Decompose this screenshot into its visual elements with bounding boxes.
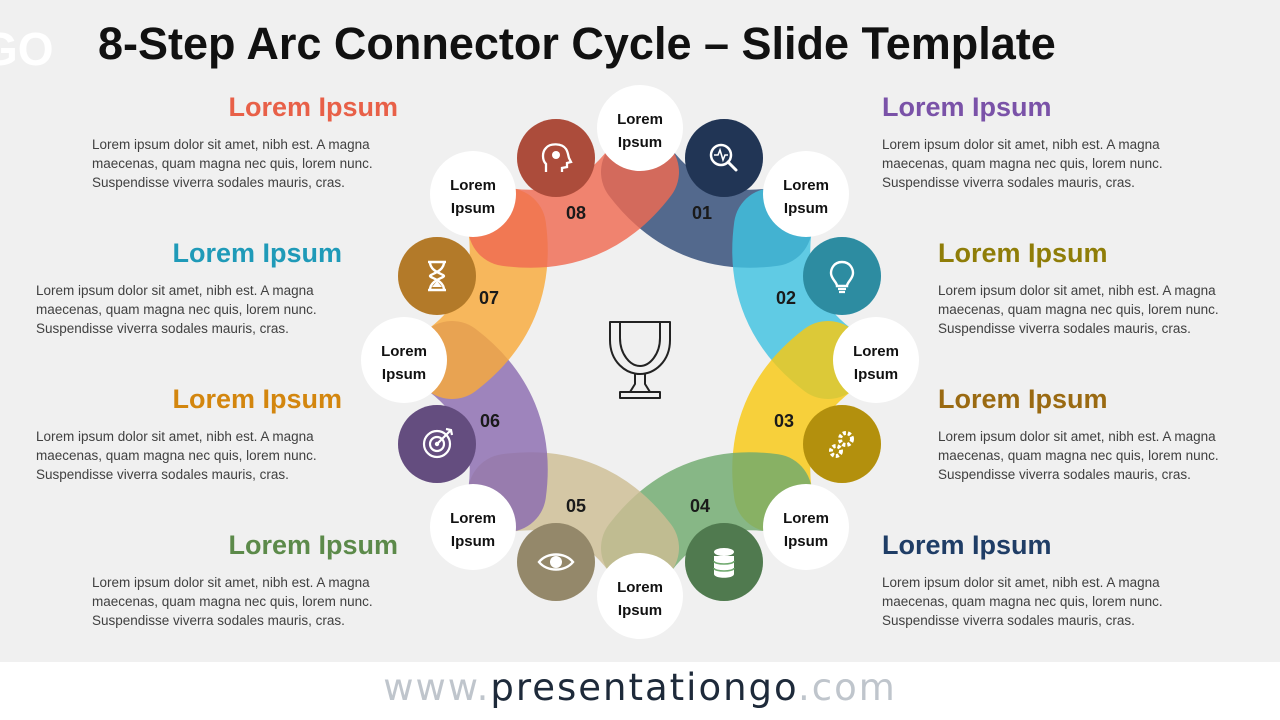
- block-body: Lorem ipsum dolor sit amet, nibh est. A …: [938, 429, 1219, 482]
- label-line1: Lorem: [450, 177, 496, 194]
- icon-circle-step-07: [398, 237, 476, 315]
- icon-circle-shade: [398, 237, 476, 315]
- block-body: Lorem ipsum dolor sit amet, nibh est. A …: [882, 575, 1163, 628]
- label-line2: Ipsum: [382, 366, 426, 383]
- label-line1: Lorem: [853, 343, 899, 360]
- label-line1: Lorem: [783, 177, 829, 194]
- step-number-07: 07: [479, 288, 499, 308]
- text-block-1: Lorem Ipsum Lorem ipsum dolor sit amet, …: [78, 92, 398, 192]
- label-circle-step-02: [763, 151, 849, 237]
- block-heading: Lorem Ipsum: [938, 384, 1108, 414]
- lightbulb-icon: [829, 260, 855, 294]
- label-line1: Lorem: [617, 111, 663, 128]
- text-block-6: Lorem Ipsum Lorem ipsum dolor sit amet, …: [938, 238, 1258, 338]
- page-title: 8-Step Arc Connector Cycle – Slide Templ…: [98, 18, 1056, 69]
- block-body: Lorem ipsum dolor sit amet, nibh est. A …: [36, 429, 317, 482]
- text-block-3: Lorem Ipsum Lorem ipsum dolor sit amet, …: [22, 384, 342, 484]
- target-icon: [422, 427, 454, 459]
- label-line1: Lorem: [783, 510, 829, 527]
- label-circle-step-08: [430, 151, 516, 237]
- label-circle-step-06: [430, 484, 516, 570]
- arcs-layer: [413, 133, 867, 587]
- hourglass-icon: [428, 260, 446, 292]
- footer-url[interactable]: www.presentationgo.com: [0, 666, 1280, 709]
- database-icon: [713, 548, 735, 578]
- label-circle-step-03: [833, 317, 919, 403]
- eye-icon: [537, 553, 575, 571]
- label-line2: Ipsum: [784, 200, 828, 217]
- block-heading: Lorem Ipsum: [228, 530, 398, 560]
- step-number-01: 01: [692, 203, 712, 223]
- label-line2: Ipsum: [784, 533, 828, 550]
- text-block-5: Lorem Ipsum Lorem ipsum dolor sit amet, …: [882, 92, 1202, 192]
- label-line1: Lorem: [450, 510, 496, 527]
- magnifier-pulse-icon: [709, 143, 738, 172]
- step-number-06: 06: [480, 411, 500, 431]
- icon-circles-layer: 01 02 03 04 05 06 07 08: [398, 119, 881, 601]
- block-heading: Lorem Ipsum: [882, 530, 1052, 560]
- block-body: Lorem ipsum dolor sit amet, nibh est. A …: [938, 283, 1219, 336]
- block-heading: Lorem Ipsum: [172, 384, 342, 414]
- head-idea-icon: [541, 143, 573, 172]
- logo: GO: [0, 23, 54, 75]
- block-heading: Lorem Ipsum: [228, 92, 398, 122]
- footer-suffix: .com: [798, 666, 897, 709]
- footer-prefix: www.: [383, 666, 491, 709]
- trophy-icon: [609, 321, 671, 399]
- icon-circle-step-03: [803, 405, 881, 483]
- block-heading: Lorem Ipsum: [882, 92, 1052, 122]
- text-block-2: Lorem Ipsum Lorem ipsum dolor sit amet, …: [22, 238, 342, 338]
- label-circle-step-05: [597, 553, 683, 639]
- step-number-03: 03: [774, 411, 794, 431]
- footer: www.presentationgo.com: [0, 662, 1280, 720]
- label-line1: Lorem: [381, 343, 427, 360]
- label-line2: Ipsum: [451, 533, 495, 550]
- label-line2: Ipsum: [618, 134, 662, 151]
- label-line2: Ipsum: [854, 366, 898, 383]
- gears-icon: [829, 431, 854, 458]
- text-block-8: Lorem Ipsum Lorem ipsum dolor sit amet, …: [882, 530, 1202, 630]
- step-number-04: 04: [690, 496, 710, 516]
- label-circle-step-01: [597, 85, 683, 171]
- text-block-7: Lorem Ipsum Lorem ipsum dolor sit amet, …: [938, 384, 1258, 484]
- label-line1: Lorem: [617, 579, 663, 596]
- block-body: Lorem ipsum dolor sit amet, nibh est. A …: [92, 137, 373, 190]
- label-circle-step-07: [361, 317, 447, 403]
- footer-brand: presentationgo: [490, 666, 799, 709]
- block-body: Lorem ipsum dolor sit amet, nibh est. A …: [36, 283, 317, 336]
- block-heading: Lorem Ipsum: [938, 238, 1108, 268]
- step-number-02: 02: [776, 288, 796, 308]
- icon-circle-shade: [803, 237, 881, 315]
- icon-circle-shade: [803, 405, 881, 483]
- label-circles-layer: LoremIpsumLoremIpsumLoremIpsumLoremIpsum…: [361, 85, 919, 639]
- icon-circle-step-02: [803, 237, 881, 315]
- label-line2: Ipsum: [451, 200, 495, 217]
- block-body: Lorem ipsum dolor sit amet, nibh est. A …: [882, 137, 1163, 190]
- step-number-08: 08: [566, 203, 586, 223]
- text-block-4: Lorem Ipsum Lorem ipsum dolor sit amet, …: [78, 530, 398, 630]
- block-body: Lorem ipsum dolor sit amet, nibh est. A …: [92, 575, 373, 628]
- label-circle-step-04: [763, 484, 849, 570]
- label-line2: Ipsum: [618, 602, 662, 619]
- block-heading: Lorem Ipsum: [172, 238, 342, 268]
- slide: GO 8-Step Arc Connector Cycle – Slide Te…: [0, 18, 1258, 639]
- step-number-05: 05: [566, 496, 586, 516]
- arc-step-08: [468, 133, 679, 268]
